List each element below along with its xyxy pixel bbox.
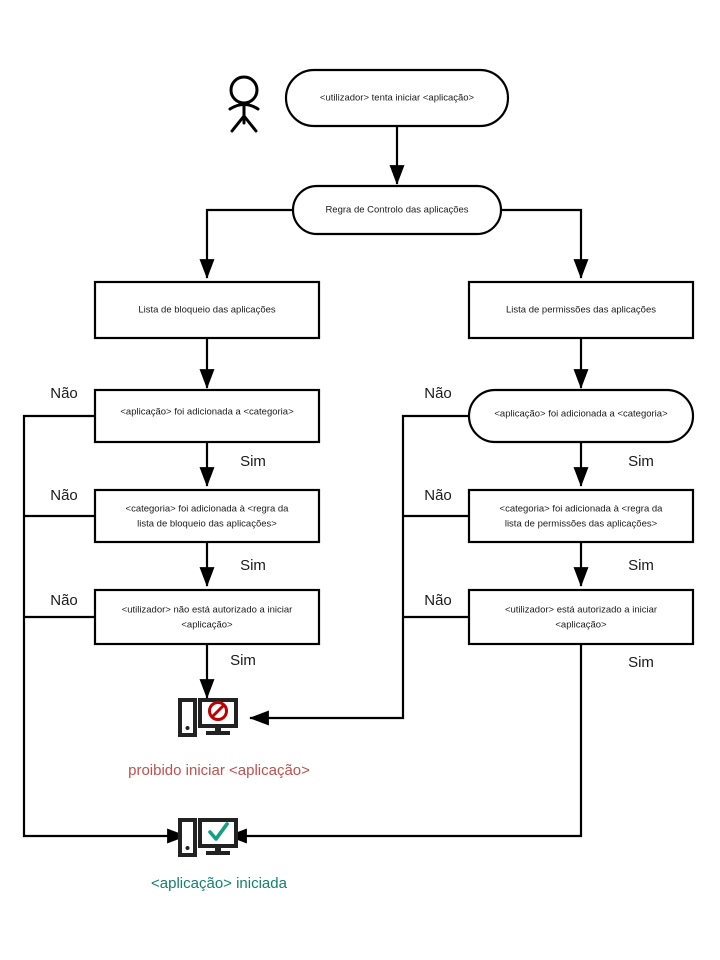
node-block-user-auth-line1: <utilizador> não está autorizado a inici… [122, 605, 293, 616]
node-rule-label: Regra de Controlo das aplicações [325, 205, 468, 216]
node-allow-app-category: <aplicação> foi adicionada a <categoria> [467, 388, 695, 444]
edge-rule-to-blocklist [199, 208, 293, 279]
node-block-category-rule: <categoria> foi adicionada à <regra da l… [93, 488, 321, 544]
node-allow-app-category-label: <aplicação> foi adicionada a <categoria> [494, 409, 668, 420]
node-allow-category-rule-line2: lista de permissões das aplicações> [505, 519, 658, 530]
node-block-user-auth-line2: <aplicação> [181, 620, 233, 631]
branch-label-right-no-3: Não [424, 592, 452, 609]
node-allow-user-auth-line2: <aplicação> [555, 620, 607, 631]
branch-label-left-yes-3: Sim [230, 652, 256, 669]
branch-label-right-no-2: Não [424, 487, 452, 504]
denied-caption: proibido iniciar <aplicação> [128, 762, 310, 779]
branch-label-left-yes-2: Sim [240, 557, 266, 574]
allowed-caption: <aplicação> iniciada [151, 875, 288, 892]
node-block-list-label: Lista de bloqueio das aplicações [138, 305, 276, 316]
branch-label-right-yes-3: Sim [628, 654, 654, 671]
edge-right-q3-yes-to-allowed [227, 644, 583, 844]
edge-right-no-trunk [249, 414, 469, 726]
branch-label-left-no-3: Não [50, 592, 78, 609]
node-allow-list: Lista de permissões das aplicações [467, 280, 695, 340]
node-block-list: Lista de bloqueio das aplicações [93, 280, 321, 340]
computer-allowed-icon [178, 818, 238, 857]
computer-blocked-icon [178, 698, 238, 737]
node-block-app-category-label: <aplicação> foi adicionada a <categoria> [120, 407, 294, 418]
node-allow-user-auth-line1: <utilizador> está autorizado a iniciar [505, 605, 657, 616]
node-start-label: <utilizador> tenta iniciar <aplicação> [320, 93, 475, 104]
node-rule: Regra de Controlo das aplicações [291, 184, 503, 236]
branch-label-right-yes-1: Sim [628, 453, 654, 470]
edge-left-no-trunk [22, 414, 187, 844]
node-block-category-rule-line1: <categoria> foi adicionada à <regra da [126, 504, 290, 515]
edge-rule-to-allowlist [501, 208, 589, 279]
node-block-category-rule-line2: lista de bloqueio das aplicações> [137, 519, 277, 530]
node-block-user-auth: <utilizador> não está autorizado a inici… [93, 588, 321, 646]
node-allow-user-auth: <utilizador> está autorizado a iniciar <… [467, 588, 695, 646]
node-allow-category-rule: <categoria> foi adicionada à <regra da l… [467, 488, 695, 544]
branch-label-left-no-1: Não [50, 385, 78, 402]
node-block-app-category: <aplicação> foi adicionada a <categoria> [93, 388, 321, 444]
branch-label-left-no-2: Não [50, 487, 78, 504]
node-allow-category-rule-line1: <categoria> foi adicionada à <regra da [500, 504, 664, 515]
branch-label-left-yes-1: Sim [240, 453, 266, 470]
node-allow-list-label: Lista de permissões das aplicações [506, 305, 656, 316]
branch-label-right-no-1: Não [424, 385, 452, 402]
branch-label-right-yes-2: Sim [628, 557, 654, 574]
node-start: <utilizador> tenta iniciar <aplicação> [284, 68, 510, 128]
user-actor-icon [228, 75, 260, 133]
